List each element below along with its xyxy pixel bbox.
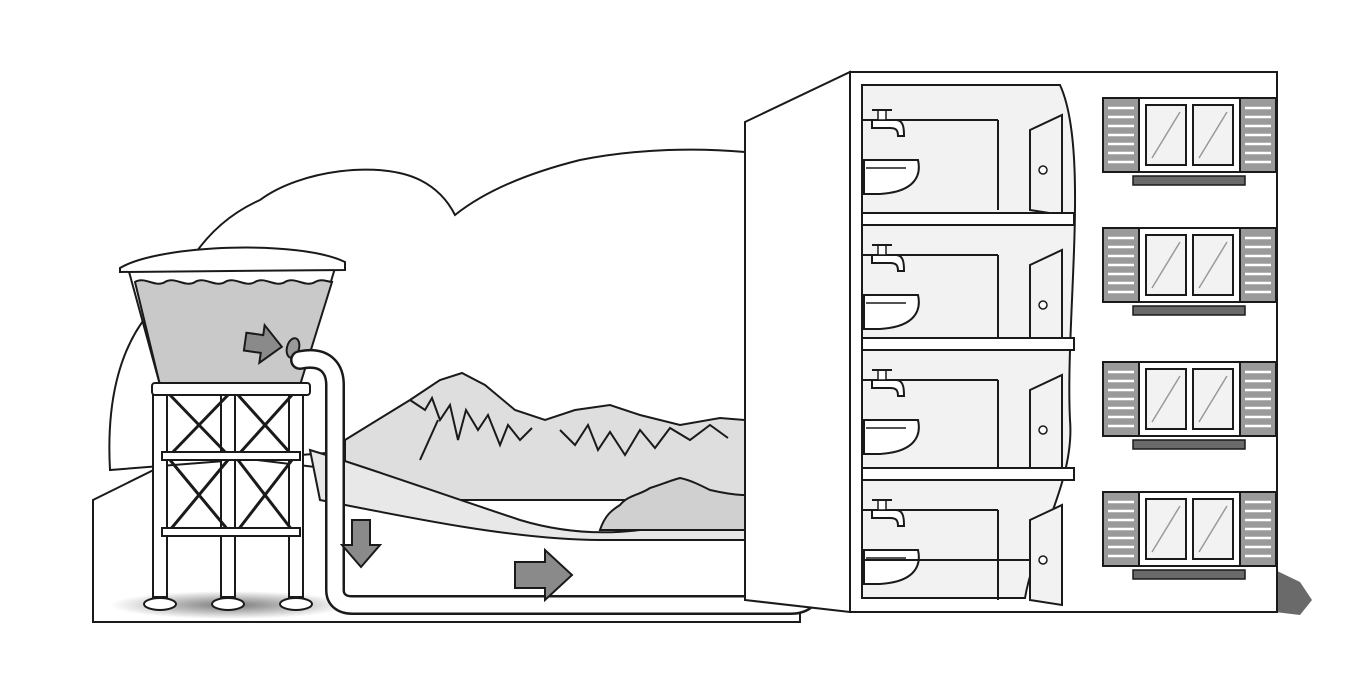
door-knob	[1038, 425, 1048, 435]
glass-glare	[1198, 505, 1228, 553]
window-sill	[1132, 175, 1246, 186]
tap	[871, 119, 906, 137]
tank	[119, 246, 346, 396]
arrow-right	[514, 547, 574, 603]
door	[1029, 248, 1063, 352]
tower-leg-foot	[279, 597, 313, 611]
door-knob	[1038, 555, 1048, 565]
floor-slab	[861, 467, 1075, 481]
tap	[871, 254, 906, 272]
window-sill	[1132, 439, 1246, 450]
window-sill	[1132, 569, 1246, 580]
glass-glare	[1151, 375, 1181, 423]
arrow-tank-outlet	[242, 322, 284, 365]
glass-glare	[1151, 111, 1181, 159]
tap-handle	[877, 109, 887, 121]
floors	[861, 109, 1075, 607]
tower-leg	[220, 391, 236, 598]
tower-bracing	[161, 393, 301, 537]
glass-glare	[1151, 241, 1181, 289]
door-knob	[1038, 300, 1048, 310]
tap-handle	[877, 369, 887, 381]
arrow-down	[339, 519, 383, 569]
window-sill	[1132, 305, 1246, 316]
floor-slab	[861, 337, 1075, 351]
windows	[1102, 97, 1277, 580]
tank-base	[151, 382, 311, 396]
door-knob	[1038, 165, 1048, 175]
door	[1029, 113, 1063, 217]
building-side-wall	[744, 70, 851, 614]
tap-handle	[877, 499, 887, 511]
tank-lid	[119, 246, 346, 274]
tap-handle	[877, 244, 887, 256]
door	[1029, 503, 1063, 607]
foreground-hills	[308, 448, 746, 541]
tower-leg-foot	[143, 597, 177, 611]
apartment-building	[744, 70, 1278, 614]
glass-glare	[1151, 505, 1181, 553]
floor-slab	[861, 212, 1075, 226]
water-tower	[119, 246, 346, 611]
glass-glare	[1198, 111, 1228, 159]
tap	[871, 509, 906, 527]
building-shadow	[1275, 570, 1312, 615]
tower-leg	[152, 391, 168, 598]
tank-water	[133, 279, 334, 386]
glass-glare	[1198, 241, 1228, 289]
tower-leg	[288, 391, 304, 598]
tap	[871, 379, 906, 397]
door	[1029, 373, 1063, 477]
glass-glare	[1198, 375, 1228, 423]
tower-leg-foot	[211, 597, 245, 611]
